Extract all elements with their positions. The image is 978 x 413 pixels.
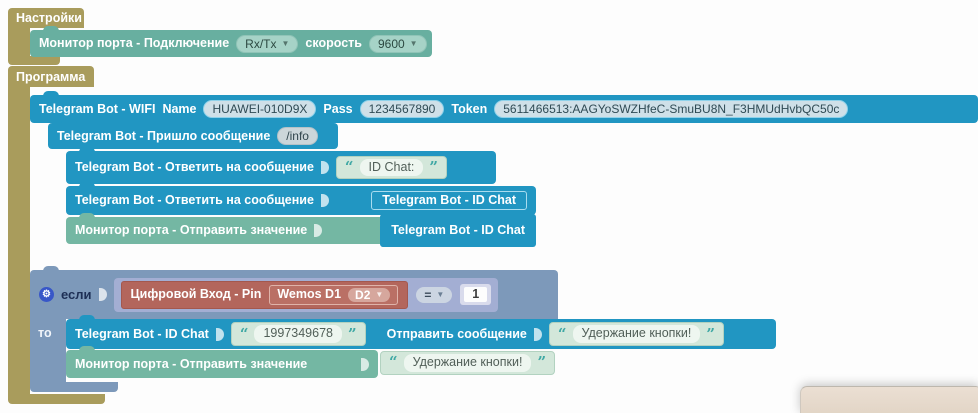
serial-speed-dropdown[interactable]: 9600 ▼ — [368, 34, 427, 53]
input-plug-icon — [320, 194, 329, 207]
incoming-command-field[interactable]: /info — [277, 127, 318, 145]
serial-send-message-label: Монитор порта - Отправить значение — [75, 356, 308, 371]
telegram-incoming-label: Telegram Bot - Пришло сообщение — [57, 128, 271, 143]
if-label: если — [61, 287, 92, 302]
chevron-down-icon: ▼ — [436, 289, 445, 299]
board-pin-block[interactable]: Wemos D1 D2 ▼ — [269, 284, 399, 305]
telegram-incoming-block[interactable]: Telegram Bot - Пришло сообщение /info — [48, 119, 338, 149]
serial-speed-label: скорость — [305, 36, 362, 51]
input-plug-icon — [533, 327, 542, 341]
telegram-id-chat-value-block[interactable]: Telegram Bot - ID Chat — [371, 191, 527, 210]
open-quote-icon: “ — [344, 158, 354, 176]
close-quote-icon: ” — [706, 324, 715, 343]
chat-id-field[interactable]: 1997349678 — [254, 325, 342, 343]
serial-send-message-block[interactable]: Монитор порта - Отправить значение — [66, 346, 378, 378]
pin-dropdown[interactable]: D2 ▼ — [348, 287, 391, 302]
wifi-pass-label: Pass — [323, 101, 353, 116]
program-section-foot — [8, 394, 105, 404]
telegram-reply-id-label: Telegram Bot - Ответить на сообщение — [75, 193, 314, 208]
serial-send-id-label: Монитор порта - Отправить значение — [75, 223, 308, 238]
chevron-down-icon: ▼ — [375, 289, 384, 299]
telegram-send-message-block[interactable]: Telegram Bot - ID Chat “ 1997349678 ” От… — [66, 315, 776, 349]
settings-section-foot — [8, 56, 60, 65]
chevron-down-icon: ▼ — [281, 38, 290, 48]
telegram-wifi-title: Telegram Bot - WIFI — [39, 101, 156, 116]
open-quote-icon: “ — [389, 353, 398, 372]
digital-input-block[interactable]: Цифровой Вход - Pin Wemos D1 D2 ▼ — [120, 280, 409, 309]
string-literal-block[interactable]: “ ID Chat: ” — [335, 155, 448, 180]
message-field[interactable]: Удержание кнопки! — [403, 354, 532, 372]
string-literal-field[interactable]: ID Chat: — [359, 158, 424, 177]
message-field[interactable]: Удержание кнопки! — [572, 325, 701, 343]
open-quote-icon: “ — [239, 324, 249, 343]
telegram-reply-text-block[interactable]: Telegram Bot - Ответить на сообщение “ I… — [66, 147, 496, 184]
settings-section-spine — [8, 27, 30, 58]
send-message-label: Отправить сообщение — [386, 326, 527, 341]
serial-connection-dropdown[interactable]: Rx/Tx ▼ — [236, 34, 299, 53]
string-literal-block[interactable]: “ Удержание кнопки! ” — [548, 322, 724, 346]
digital-input-label: Цифровой Вход - Pin — [130, 287, 262, 302]
string-literal-block[interactable]: “ 1997349678 ” — [230, 322, 366, 346]
gear-icon[interactable]: ⚙ — [39, 287, 54, 302]
input-plug-icon — [361, 357, 369, 371]
wifi-token-field[interactable]: 5611466513:AAGYoSWZHfeC-SmuBU8N_F3HMUdHv… — [494, 100, 849, 118]
number-field[interactable]: 1 — [464, 287, 488, 302]
comparison-block[interactable]: Цифровой Вход - Pin Wemos D1 D2 ▼ = ▼ 1 — [113, 277, 499, 312]
board-label: Wemos D1 — [277, 287, 342, 302]
chevron-down-icon: ▼ — [409, 38, 418, 48]
id-chat-label: Telegram Bot - ID Chat — [75, 326, 209, 341]
telegram-id-chat-value-block[interactable]: Telegram Bot - ID Chat — [380, 214, 536, 247]
close-quote-icon: ” — [347, 324, 357, 343]
operator-dropdown[interactable]: = ▼ — [416, 286, 453, 303]
close-quote-icon: ” — [429, 158, 439, 176]
close-quote-icon: ” — [537, 353, 547, 372]
if-block-header[interactable]: ⚙ если Цифровой Вход - Pin Wemos D1 D2 ▼… — [30, 266, 558, 319]
program-section-label: Программа — [16, 69, 86, 84]
program-section-spine — [8, 87, 30, 395]
number-literal-block[interactable]: 1 — [460, 284, 492, 305]
input-plug-icon — [215, 327, 224, 341]
then-label: то — [38, 326, 52, 340]
input-plug-icon — [314, 224, 323, 237]
telegram-wifi-block[interactable]: Telegram Bot - WIFI Name HUAWEI-010D9X P… — [30, 91, 978, 123]
telegram-reply-text-label: Telegram Bot - Ответить на сообщение — [75, 160, 314, 175]
program-section-block[interactable]: Программа — [8, 66, 94, 87]
desk-video-overlay — [800, 386, 978, 413]
wifi-pass-field[interactable]: 1234567890 — [359, 100, 445, 118]
settings-section-block[interactable]: Настройки — [8, 8, 84, 28]
wifi-name-label: Name — [162, 101, 197, 116]
string-literal-block[interactable]: “ Удержание кнопки! ” — [380, 351, 556, 375]
input-plug-icon — [320, 161, 329, 174]
serial-send-id-block[interactable]: Монитор порта - Отправить значение Teleg… — [66, 213, 536, 247]
wifi-token-label: Token — [451, 101, 488, 116]
open-quote-icon: “ — [557, 324, 567, 343]
input-plug-icon — [98, 288, 107, 301]
if-block-foot — [30, 382, 118, 392]
telegram-reply-id-block[interactable]: Telegram Bot - Ответить на сообщение Tel… — [66, 182, 536, 215]
wifi-name-field[interactable]: HUAWEI-010D9X — [203, 100, 317, 118]
serial-connect-label: Монитор порта - Подключение — [39, 36, 230, 51]
serial-connect-block[interactable]: Монитор порта - Подключение Rx/Tx ▼ скор… — [30, 26, 432, 57]
settings-section-label: Настройки — [16, 11, 82, 25]
if-block-spine — [30, 319, 66, 382]
